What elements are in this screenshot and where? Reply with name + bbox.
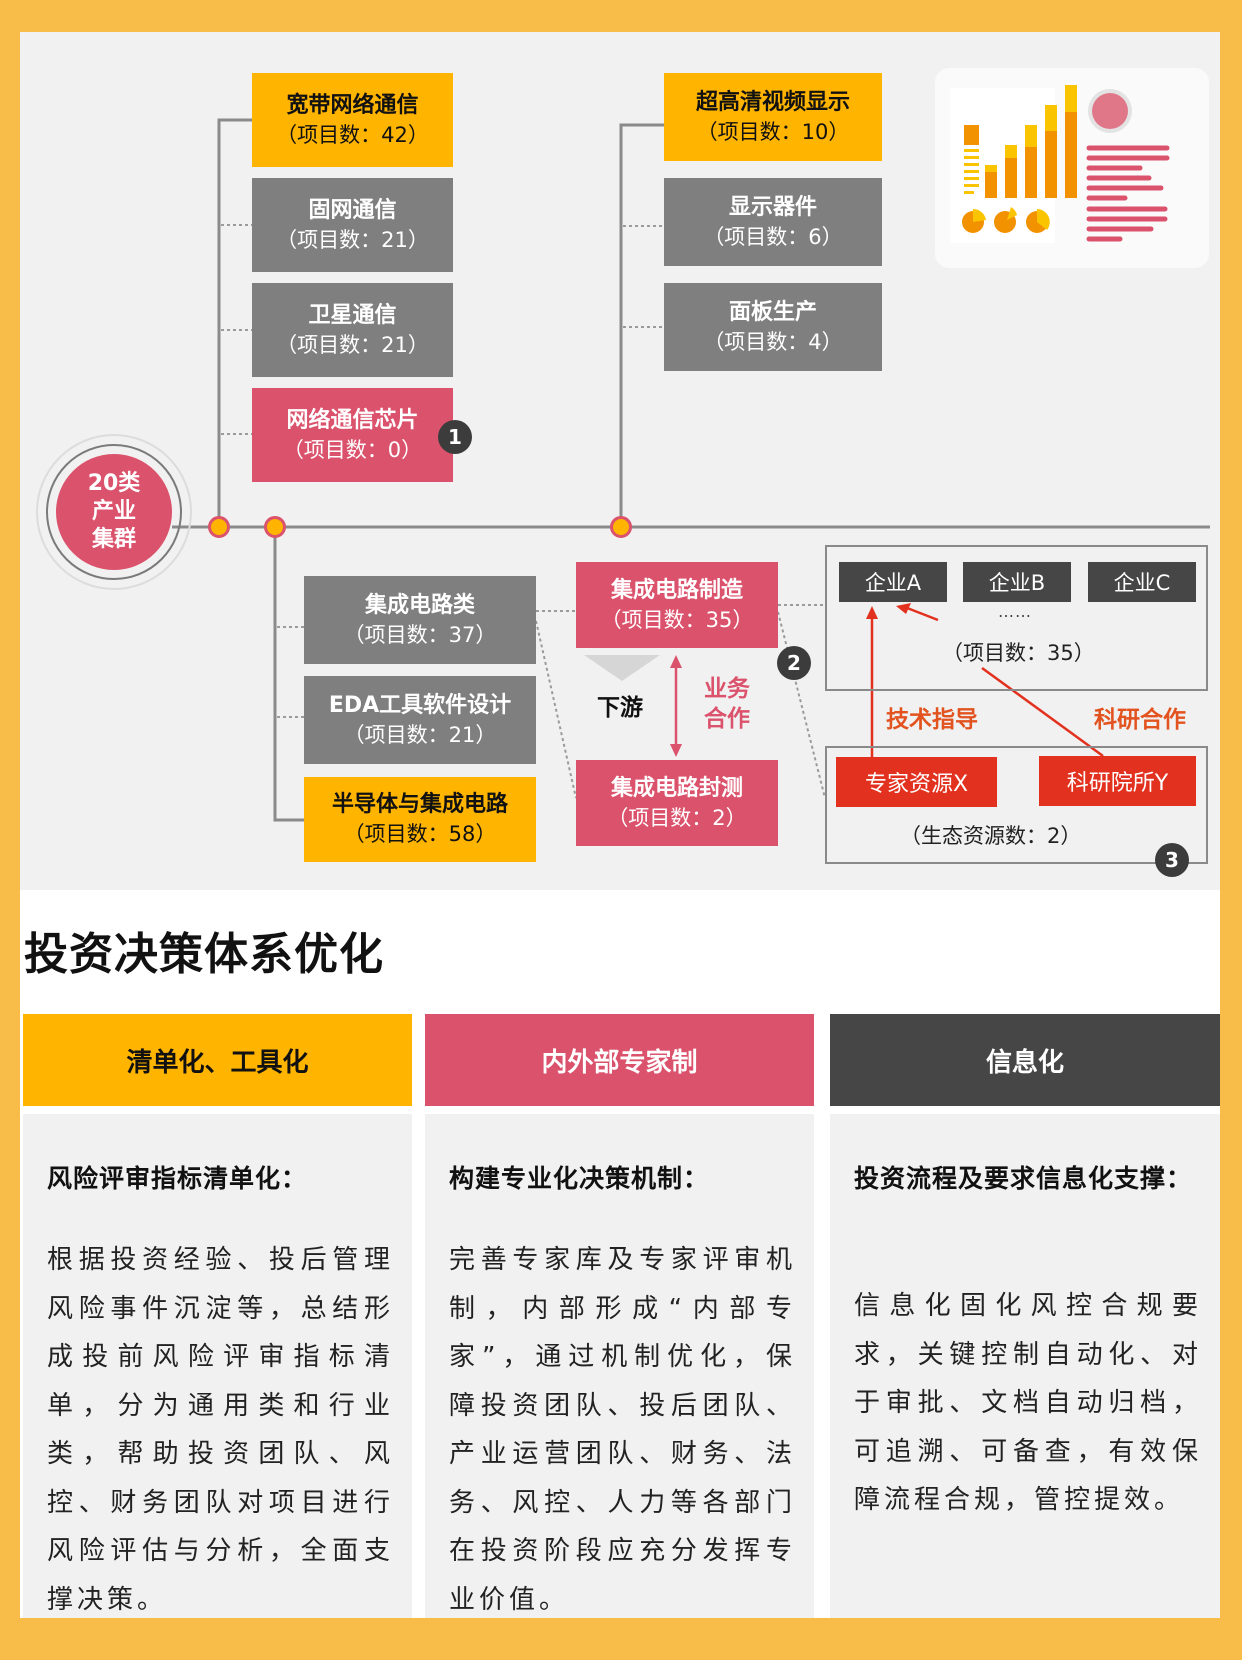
connector-lines — [172, 118, 1210, 822]
node-count: （项目数：4） — [703, 329, 843, 354]
column-header-experts: 内外部专家制 — [425, 1014, 814, 1106]
label-line: 业务 — [704, 676, 750, 702]
center-node-line: 20类 — [87, 470, 141, 496]
node-count: （项目数：0） — [282, 437, 423, 462]
node-title: 集成电路制造 — [610, 577, 743, 603]
node-eda-software[interactable]: EDA工具软件设计 （项目数：21） — [304, 676, 536, 764]
node-ic-manufacturing[interactable]: 集成电路制造 （项目数：35） — [576, 562, 778, 648]
node-title: 半导体与集成电路 — [331, 792, 508, 818]
node-count: （项目数：35） — [600, 607, 754, 632]
analytics-illustration-icon — [935, 68, 1209, 268]
node-count: （项目数：2） — [607, 805, 747, 830]
enterprise-c[interactable]: 企业C — [1088, 562, 1196, 602]
node-title: 集成电路类 — [364, 592, 475, 618]
node-count: （项目数：21） — [276, 227, 429, 252]
node-count: （项目数：21） — [343, 722, 497, 747]
node-title: 固网通信 — [308, 197, 397, 223]
node-network-chip[interactable]: 网络通信芯片 （项目数：0） — [252, 388, 453, 482]
section-title: 投资决策体系优化 — [24, 929, 384, 980]
node-title: 网络通信芯片 — [286, 407, 419, 433]
column-text: 根据投资经验、投后管理风险事件沉淀等，总结形成投前风险评审指标清单，分为通用类和… — [47, 1245, 394, 1615]
node-ic-packaging[interactable]: 集成电路封测 （项目数：2） — [576, 760, 778, 846]
column-subtitle: 风险评审指标清单化： — [47, 1164, 308, 1193]
column-text: 信息化固化风控合规要求，关键控制自动化、对于审批、文档自动归档，可追溯、可备查，… — [854, 1291, 1202, 1515]
node-title: 卫星通信 — [308, 302, 397, 328]
enterprise-ellipsis: …… — [998, 602, 1032, 621]
center-node-line: 产业 — [91, 498, 136, 524]
label-line: 合作 — [704, 706, 750, 732]
expert-resource-x[interactable]: 专家资源X — [836, 757, 997, 807]
column-header-informatization: 信息化 — [830, 1014, 1220, 1106]
node-title: 面板生产 — [728, 299, 817, 325]
enterprise-b[interactable]: 企业B — [963, 562, 1071, 602]
column-body-checklist: 风险评审指标清单化： 根据投资经验、投后管理风险事件沉淀等，总结形成投前风险评审… — [23, 1114, 412, 1618]
downstream-label: 下游 — [597, 695, 643, 721]
junction-dot-bottom — [264, 516, 286, 538]
column-subtitle: 投资流程及要求信息化支撑： — [854, 1164, 1193, 1193]
node-count: （项目数：21） — [276, 332, 429, 357]
column-header-checklist: 清单化、工具化 — [23, 1014, 412, 1106]
node-semiconductor[interactable]: 半导体与集成电路 （项目数：58） — [304, 777, 536, 862]
ecosystem-group — [825, 746, 1208, 864]
business-cooperation-label: 业务 合作 — [704, 674, 750, 734]
research-coop-label: 科研合作 — [1094, 707, 1186, 733]
node-count: （项目数：6） — [703, 224, 843, 249]
node-count: （项目数：42） — [276, 122, 429, 147]
junction-dot-right — [610, 516, 632, 538]
node-count: （项目数：37） — [343, 622, 497, 647]
node-title: 超高清视频显示 — [695, 89, 850, 115]
node-broadband[interactable]: 宽带网络通信 （项目数：42） — [252, 73, 453, 167]
badge-3: 3 — [1155, 843, 1189, 877]
node-fixed-network[interactable]: 固网通信 （项目数：21） — [252, 178, 453, 272]
column-body-informatization: 投资流程及要求信息化支撑： 信息化固化风控合规要求，关键控制自动化、对于审批、文… — [830, 1114, 1220, 1618]
node-uhd-video[interactable]: 超高清视频显示 （项目数：10） — [664, 73, 882, 161]
node-ic-category[interactable]: 集成电路类 （项目数：37） — [304, 576, 536, 664]
node-title: 宽带网络通信 — [286, 92, 419, 118]
node-title: 显示器件 — [728, 194, 817, 220]
node-panel-production[interactable]: 面板生产 （项目数：4） — [664, 283, 882, 371]
center-node[interactable]: 20类 产业 集群 — [56, 454, 172, 570]
enterprise-count: （项目数：35） — [942, 641, 1095, 665]
center-node-line: 集群 — [91, 527, 136, 553]
research-institute-y[interactable]: 科研院所Y — [1039, 756, 1196, 806]
node-title: EDA工具软件设计 — [328, 692, 512, 718]
node-satellite[interactable]: 卫星通信 （项目数：21） — [252, 283, 453, 377]
enterprise-a[interactable]: 企业A — [839, 562, 947, 602]
junction-dot-left — [208, 516, 230, 538]
node-count: （项目数：10） — [696, 119, 850, 144]
badge-2: 2 — [777, 646, 811, 680]
center-node-inner-ring — [46, 444, 182, 580]
node-display-device[interactable]: 显示器件 （项目数：6） — [664, 178, 882, 266]
column-body-experts: 构建专业化决策机制： 完善专家库及专家评审机制，内部形成“内部专家”，通过机制优… — [425, 1114, 814, 1618]
column-text: 完善专家库及专家评审机制，内部形成“内部专家”，通过机制优化，保障投资团队、投后… — [449, 1245, 796, 1615]
center-node-outer-ring — [36, 434, 192, 590]
column-subtitle: 构建专业化决策机制： — [449, 1164, 710, 1193]
node-count: （项目数：58） — [343, 822, 497, 847]
node-title: 集成电路封测 — [610, 775, 743, 801]
ecosystem-count: （生态资源数：2） — [900, 824, 1082, 848]
badge-1: 1 — [438, 420, 472, 454]
tech-guidance-label: 技术指导 — [886, 707, 978, 733]
enterprise-group — [825, 545, 1208, 691]
